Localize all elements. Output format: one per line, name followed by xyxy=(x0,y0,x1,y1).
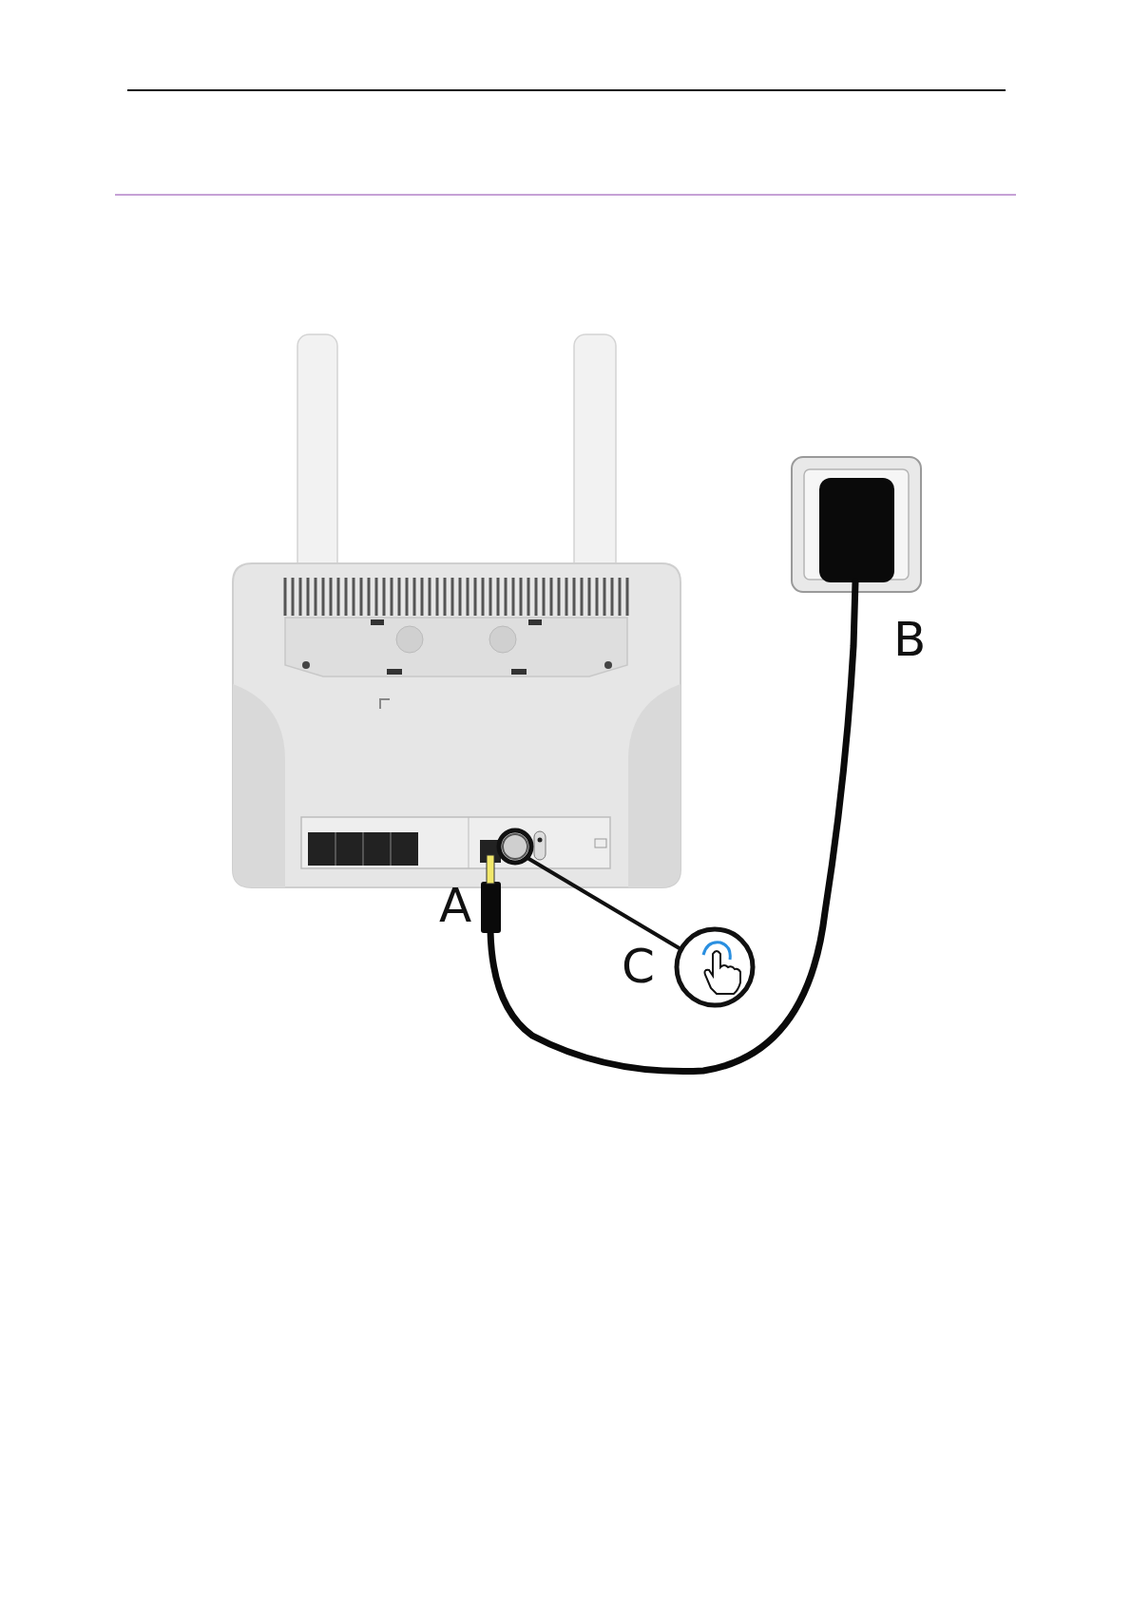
port-divider xyxy=(335,832,391,866)
header-rule xyxy=(127,89,1006,92)
dc-plug xyxy=(480,881,501,934)
power-button xyxy=(502,834,528,860)
hand-icon xyxy=(705,951,742,995)
screw xyxy=(302,661,310,670)
section-rule xyxy=(115,193,1016,195)
mount-hole xyxy=(396,626,423,653)
press-icon-circle xyxy=(676,929,753,1006)
vent-grille xyxy=(285,577,628,616)
clip xyxy=(528,619,542,626)
ethernet-ports xyxy=(307,832,419,866)
mount-hole xyxy=(489,626,517,653)
port-panel xyxy=(301,817,611,869)
mark xyxy=(380,699,390,710)
mounting-plate xyxy=(285,617,628,677)
callout-letter: C xyxy=(621,942,655,991)
callout-letter: B xyxy=(893,615,926,664)
reset-pin xyxy=(537,838,543,844)
clip xyxy=(370,619,384,626)
screw xyxy=(604,661,613,670)
router-housing xyxy=(232,563,681,888)
leader-line xyxy=(527,858,683,951)
power-adapter xyxy=(819,478,895,583)
reset-slot xyxy=(534,831,546,861)
clip xyxy=(511,669,527,675)
wall-outlet xyxy=(791,457,921,593)
panel-divider xyxy=(468,817,470,869)
router-foot xyxy=(232,684,286,888)
dc-plug-tip xyxy=(486,855,495,884)
button-highlight xyxy=(498,830,532,863)
clip xyxy=(386,669,403,675)
router-foot xyxy=(628,684,681,888)
power-cable xyxy=(490,581,856,1073)
sim-icon xyxy=(594,839,607,848)
callout-letter: A xyxy=(439,881,472,930)
